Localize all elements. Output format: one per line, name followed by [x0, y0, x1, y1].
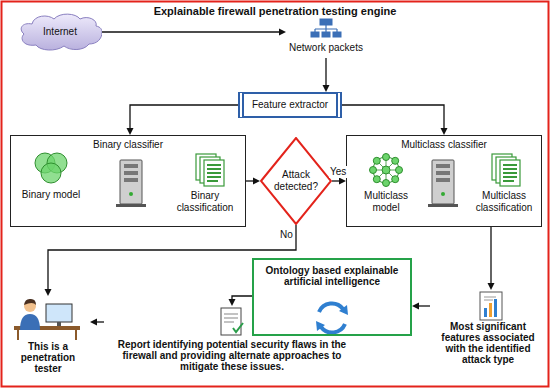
node-text: Internet: [43, 26, 77, 38]
server-icon: [116, 160, 146, 207]
connector: [90, 319, 104, 326]
edge-label: No: [279, 229, 294, 241]
node-text: Binary classifier: [11, 139, 245, 151]
arrow-head: [127, 128, 134, 135]
connector: [127, 105, 239, 135]
connector: [412, 303, 430, 310]
classification-icon-node: Binary classification: [169, 154, 241, 214]
network-packets-node: Network packets: [286, 20, 366, 58]
diagram-title: Explainable firewall penetration testing…: [0, 5, 550, 18]
server-icon: [428, 160, 458, 207]
tester-icon: [14, 299, 80, 340]
connector-line: [332, 180, 340, 181]
arrow-head: [279, 29, 286, 36]
node-text: Multiclass classifier: [347, 139, 541, 151]
node-text: Multiclass classification: [469, 190, 539, 214]
edge-label: Yes: [329, 166, 347, 178]
diamond-outline: [261, 138, 331, 224]
arrow-head: [323, 85, 330, 92]
arrow-head: [488, 283, 495, 290]
connector-line: [490, 227, 491, 284]
connector: [323, 58, 330, 92]
features-node: Most significant features associated wit…: [430, 290, 546, 370]
arrow-head: [412, 303, 419, 310]
classifier-group-box: Multiclass classifierMulticlass model Mul…: [346, 135, 542, 227]
decision-diamond: Attack detected?: [260, 137, 332, 225]
node-text: Binary model: [15, 189, 87, 201]
multiclass-network-icon: [370, 154, 403, 187]
network-icon: [311, 19, 341, 37]
connector: [229, 296, 253, 306]
report-icon: [221, 308, 243, 335]
connector: [246, 178, 260, 185]
model-icon-node: Binary model: [15, 154, 87, 204]
connector: [45, 225, 297, 296]
connector: [488, 227, 495, 290]
node-text: Report identifying potential security fl…: [104, 339, 360, 372]
model-icon-node: Multiclass model: [351, 154, 421, 214]
tester-node: This is a penetration tester: [6, 296, 90, 376]
node-text: Attack detected?: [270, 169, 322, 193]
xai-box: Ontology based explainable artificial in…: [252, 258, 412, 336]
arrow-head: [45, 289, 52, 296]
connector: [102, 29, 286, 36]
report-node: Report identifying potential security fl…: [104, 306, 360, 376]
node-text: This is a penetration tester: [6, 341, 90, 374]
node-text: Feature extractor: [252, 99, 328, 111]
arrow-head: [90, 319, 97, 326]
connector-line: [325, 58, 326, 86]
venn-icon: [35, 153, 67, 183]
classification-icon-node: Multiclass classification: [469, 154, 539, 214]
node-text: Most significant features associated wit…: [430, 321, 546, 365]
connector-line: [418, 305, 430, 306]
document-stack-icon: [492, 154, 520, 186]
cycle-icon: [316, 303, 348, 332]
node-text: Network packets: [286, 42, 366, 54]
cloud-node: Internet: [18, 12, 102, 52]
document-stack-icon: [196, 154, 224, 186]
arrow-head: [339, 178, 346, 185]
connector-line: [342, 105, 444, 129]
arrow-head: [253, 178, 260, 185]
arrow-head: [229, 299, 236, 306]
process-box: Feature extractor: [238, 92, 342, 118]
connector-line: [130, 105, 238, 129]
node-text: Ontology based explainable artificial in…: [258, 265, 406, 287]
arrow-head: [441, 128, 448, 135]
connector-line: [246, 180, 254, 181]
connector: [342, 105, 448, 135]
chart-document-icon: [480, 292, 502, 320]
connector: [332, 178, 346, 185]
connector-line: [102, 31, 280, 32]
classifier-group-box: Binary classifierBinary model Binary clas…: [10, 135, 246, 227]
node-text: Multiclass model: [351, 190, 421, 214]
node-text: Binary classification: [169, 190, 241, 214]
connector-line: [96, 321, 104, 322]
cloud-outline: [21, 14, 102, 50]
